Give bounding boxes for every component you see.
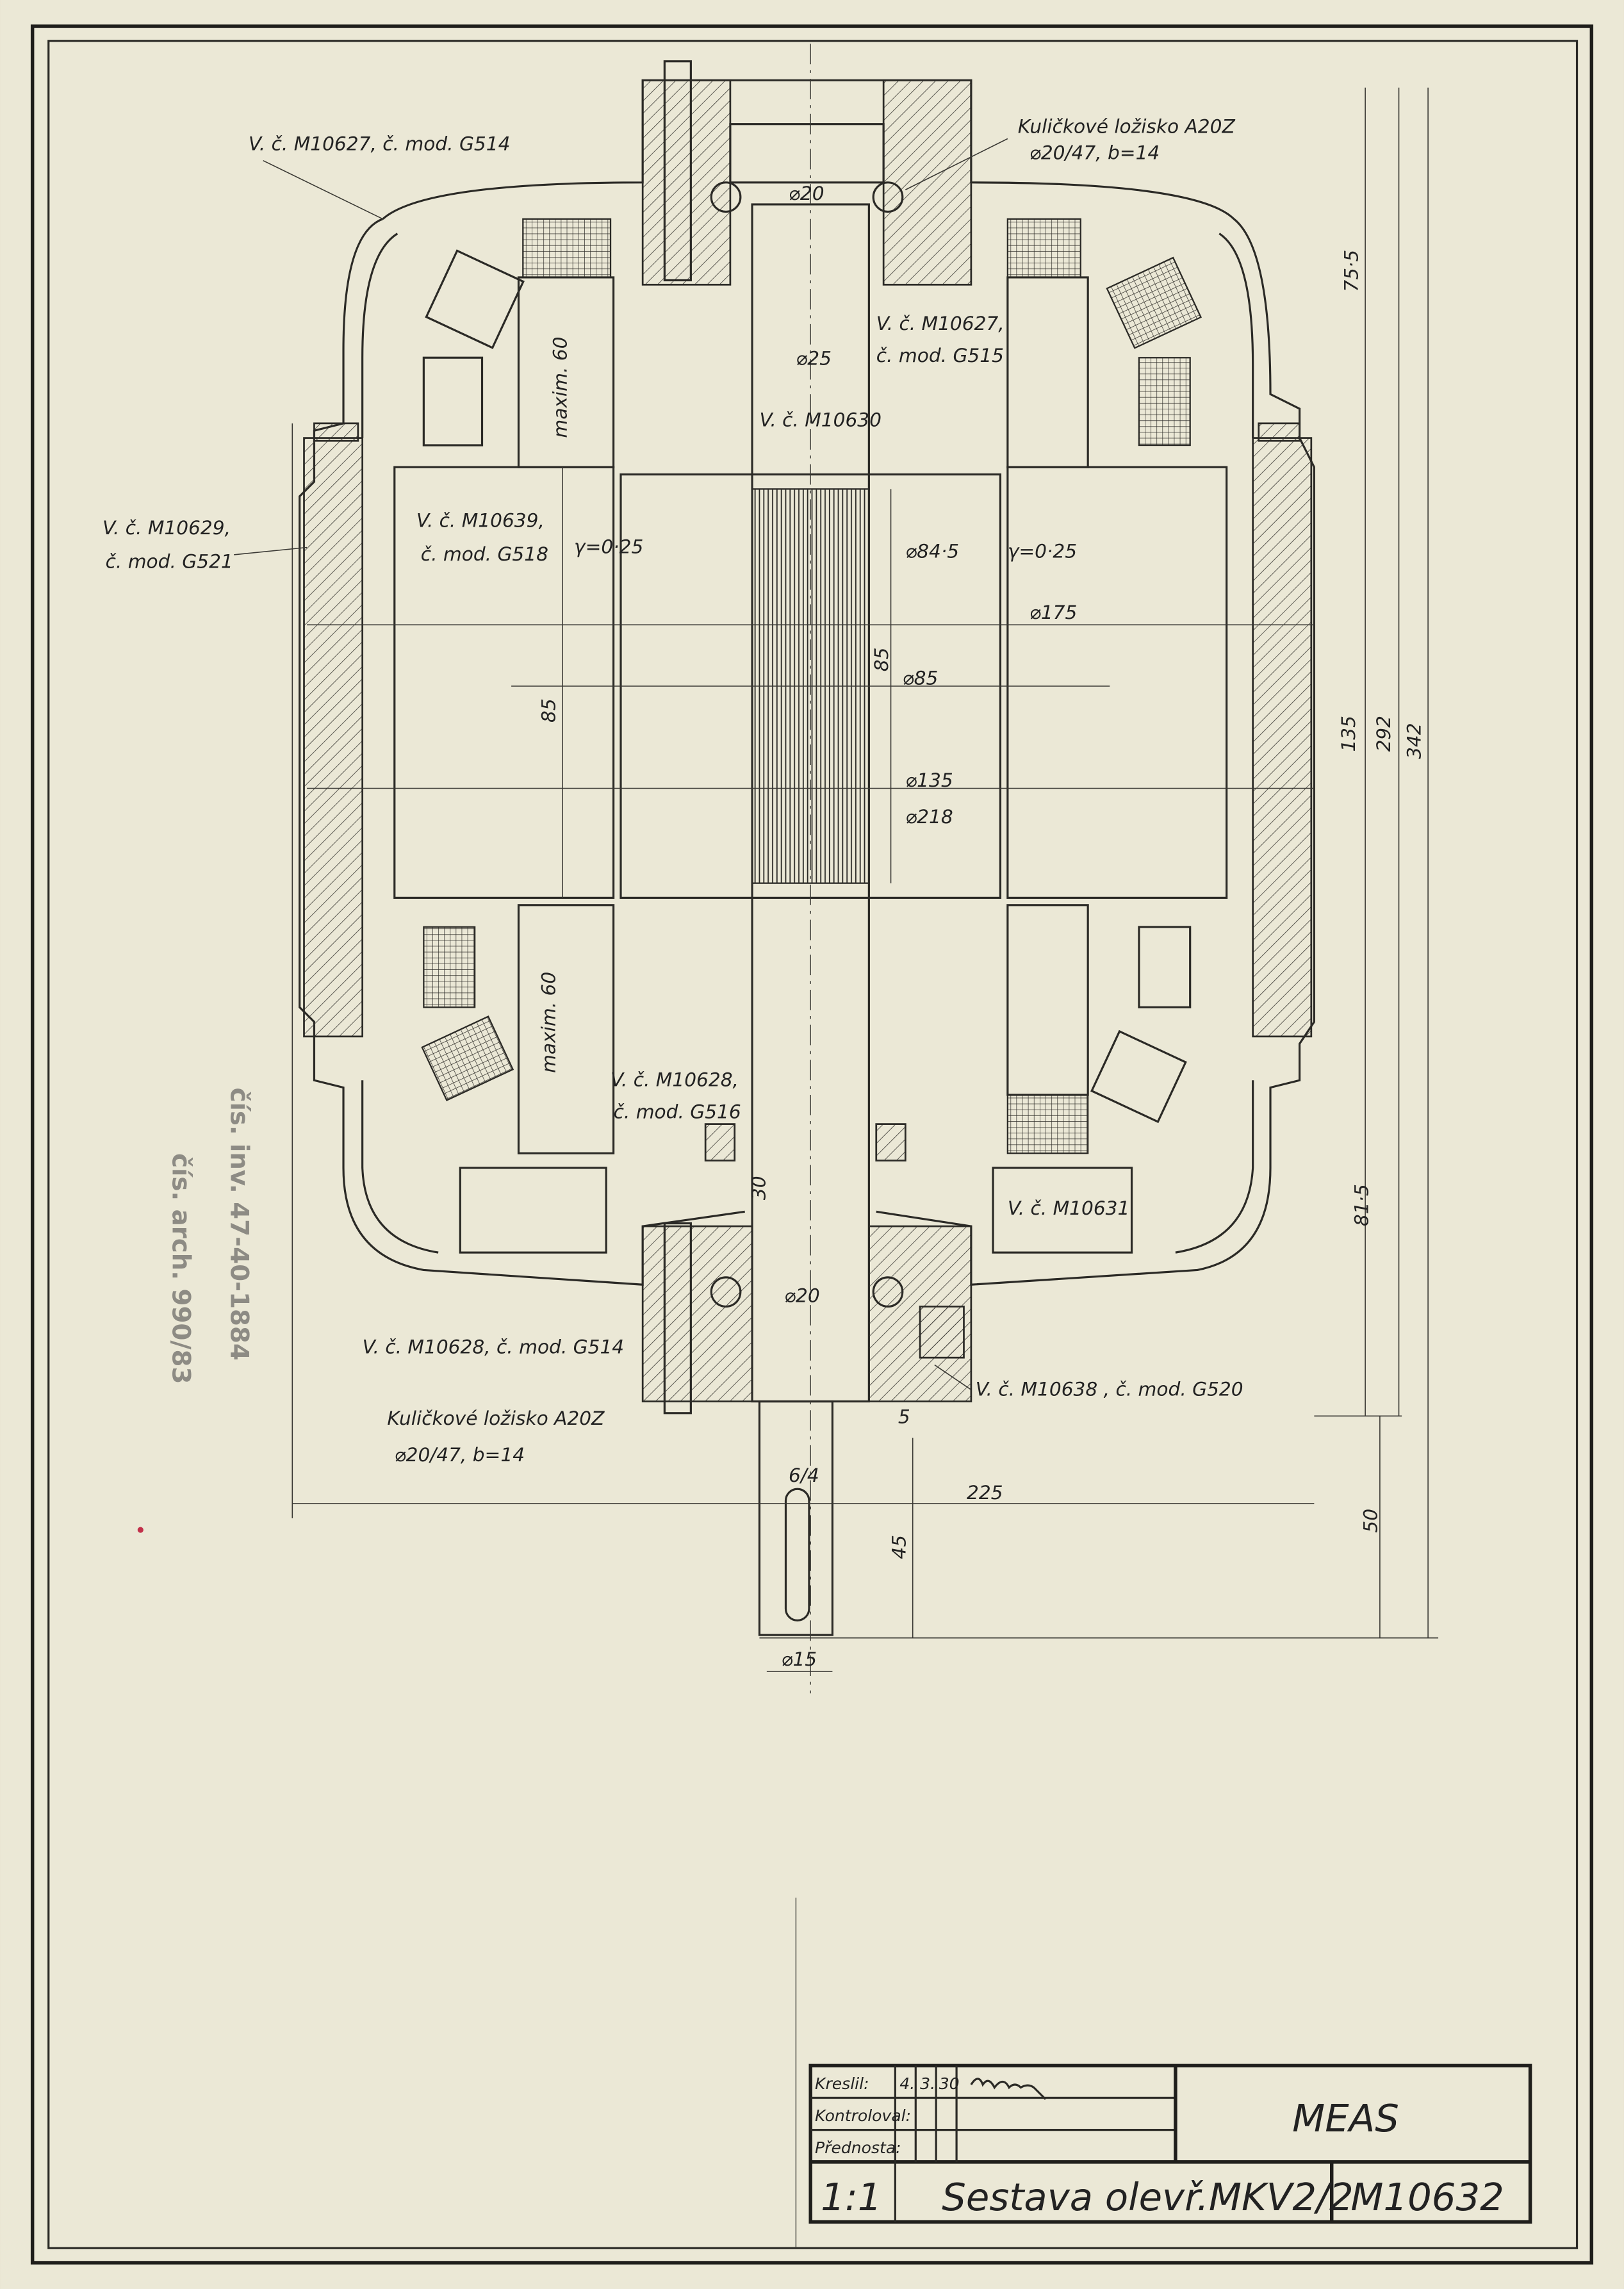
pencil-note-inventory: čís. inv. 47-40-1884 xyxy=(225,1088,254,1361)
drawing-labels: V. č. M10627, č. mod. G514 Kuličkové lož… xyxy=(103,115,1425,1670)
label-top-part-mod: č. mod. G515 xyxy=(876,345,1004,366)
label-d135: ⌀135 xyxy=(905,769,953,791)
label-dim-342: 342 xyxy=(1404,723,1425,759)
label-maxim-top: maxim. 60 xyxy=(550,337,571,438)
drawing-number: M10632 xyxy=(1350,2175,1504,2219)
label-bottom-cap: V. č. M10638 , č. mod. G520 xyxy=(976,1378,1243,1400)
label-d15: ⌀15 xyxy=(782,1648,817,1670)
label-top-d20: ⌀20 xyxy=(789,183,824,204)
label-dim-81-5: 81·5 xyxy=(1351,1184,1373,1226)
signature xyxy=(970,2078,1047,2100)
label-d218: ⌀218 xyxy=(905,806,953,828)
label-dim-292: 292 xyxy=(1373,716,1395,752)
label-d85: ⌀85 xyxy=(903,668,939,689)
label-dim-5: 5 xyxy=(898,1406,910,1428)
label-bottom-part: V. č. M10628, xyxy=(611,1069,739,1090)
label-d175: ⌀175 xyxy=(1029,602,1077,623)
label-dim-225: 225 xyxy=(967,1482,1003,1504)
checked-by-label: Kontroloval: xyxy=(815,2106,911,2125)
head-label: Přednosta: xyxy=(815,2138,901,2157)
label-key: 6/4 xyxy=(789,1464,819,1486)
date-month: 3. xyxy=(920,2074,935,2093)
label-dim-85-left: 85 xyxy=(537,698,559,723)
label-top-bearing: Kuličkové ložisko A20Z xyxy=(1018,115,1236,137)
label-dim-135: 135 xyxy=(1338,716,1359,752)
label-bottom-part-mod: č. mod. G516 xyxy=(614,1101,741,1122)
label-bottom-bearing-size: ⌀20/47, b=14 xyxy=(395,1444,525,1466)
label-dim-45: 45 xyxy=(888,1535,910,1559)
outer-border xyxy=(30,24,1594,2265)
label-stator: V. č. M10639, xyxy=(416,510,545,532)
label-gap-left: γ=0·25 xyxy=(574,536,643,558)
label-bottom-d20: ⌀20 xyxy=(784,1285,820,1307)
label-shaft: V. č. M10630 xyxy=(759,409,882,431)
label-top-bearing-size: ⌀20/47, b=14 xyxy=(1029,142,1160,163)
label-top-part: V. č. M10627, xyxy=(876,313,1005,334)
title-block: Kreslil: Kontroloval: Přednosta: 4. 3. 3… xyxy=(808,2063,1532,2224)
label-dim-30: 30 xyxy=(748,1176,770,1200)
label-bottom-bearing: Kuličkové ložisko A20Z xyxy=(387,1407,605,1429)
label-bottom-cover: V. č. M10628, č. mod. G514 xyxy=(363,1336,625,1358)
label-top-cover: V. č. M10627, č. mod. G514 xyxy=(249,133,511,155)
label-frame-mod: č. mod. G521 xyxy=(106,550,233,572)
date-day: 4. xyxy=(899,2074,915,2093)
label-frame: V. č. M10629, xyxy=(103,517,231,539)
label-dim-50: 50 xyxy=(1359,1509,1381,1533)
drawing-title: Sestava olevř.MKV2/2 xyxy=(942,2175,1353,2219)
company-name: MEAS xyxy=(1292,2096,1399,2140)
label-d84-5: ⌀84·5 xyxy=(905,540,959,562)
date-year: 30 xyxy=(939,2074,960,2093)
drawn-by-label: Kreslil: xyxy=(815,2074,869,2093)
label-d25: ⌀25 xyxy=(796,348,832,370)
label-dim-75-5: 75·5 xyxy=(1341,250,1363,292)
label-gap-right: γ=0·25 xyxy=(1008,540,1077,562)
dimension-lines xyxy=(234,87,1439,1672)
label-dim-85-inner: 85 xyxy=(871,648,892,672)
label-fan: V. č. M10631 xyxy=(1008,1197,1130,1219)
pencil-note-archive: čís. arch. 990/83 xyxy=(166,1153,195,1384)
inner-border xyxy=(47,40,1579,2249)
label-maxim-bottom: maxim. 60 xyxy=(537,972,559,1073)
scale: 1:1 xyxy=(821,2175,882,2219)
label-stator-mod: č. mod. G518 xyxy=(421,543,548,565)
red-mark xyxy=(137,1527,144,1533)
